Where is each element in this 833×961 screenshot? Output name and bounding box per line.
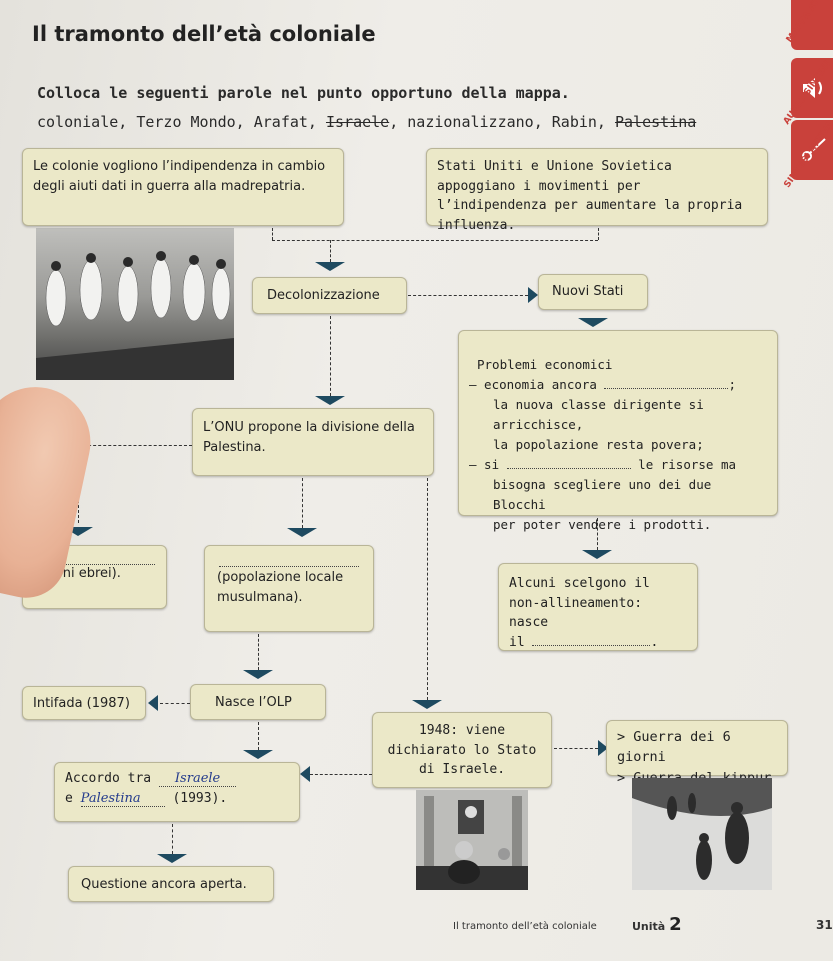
arrow-down: [243, 750, 273, 759]
blank-field[interactable]: [532, 633, 651, 646]
accordo-line: e Palestina (1993).: [65, 789, 289, 809]
problemi-line: la nuova classe dirigente si arricchisce…: [493, 397, 704, 432]
connector: [330, 240, 331, 262]
connector: [272, 240, 598, 241]
box-nuovi-stati: Nuovi Stati: [538, 274, 648, 310]
connector: [302, 478, 303, 528]
connector: [160, 703, 190, 704]
word-list-part: coloniale, Terzo Mondo, Arafat,: [37, 113, 326, 131]
problemi-line: per poter vendere i prodotti.: [493, 517, 712, 532]
arrow-down: [315, 262, 345, 271]
arrow-down: [63, 527, 93, 536]
box-decolonizzazione: Decolonizzazione: [252, 277, 407, 314]
problemi-text: – economia ancora: [469, 377, 597, 392]
box-problemi: Problemi economici – economia ancora ; l…: [458, 330, 778, 532]
problemi-text: le risorse ma: [638, 457, 737, 472]
arrow-down: [287, 528, 317, 537]
page-title: Il tramonto dell’età coloniale: [32, 22, 376, 46]
handwritten-answer[interactable]: Palestina: [80, 790, 165, 807]
box-intifada: Intifada (1987): [22, 686, 146, 720]
box-colonie: Le colonie vogliono l’indipendenza in ca…: [22, 148, 344, 226]
tab-mappa[interactable]: [791, 0, 833, 50]
accordo-text: Accordo tra: [65, 771, 152, 786]
handwritten-answer[interactable]: Israele: [158, 771, 237, 787]
arrow-down: [412, 700, 442, 709]
connector: [310, 774, 372, 775]
accordo-line: Accordo tra Israele: [65, 769, 289, 789]
box-accordo: Accordo tra Israele e Palestina (1993).: [54, 762, 300, 822]
arrow-down: [578, 318, 608, 327]
box-questione: Questione ancora aperta.: [68, 866, 274, 902]
scissors-icon: [802, 138, 826, 161]
connector: [427, 478, 428, 700]
accordo-text: (1993).: [172, 790, 228, 806]
word-palestina-crossed: Palestina: [614, 113, 697, 131]
stato-line: dichiarato lo Stato: [387, 742, 537, 758]
connector: [554, 748, 598, 749]
alcuni-text: il: [509, 634, 525, 650]
arrow-right: [598, 740, 608, 756]
box-guerre: > Guerra dei 6 giorni > Guerra del kippu…: [606, 720, 788, 786]
connector: [597, 518, 598, 550]
arrow-left: [148, 695, 158, 711]
tab-audio-sintesi[interactable]: [791, 58, 833, 118]
blank-field[interactable]: [604, 376, 729, 389]
connector: [408, 295, 528, 296]
blank-field[interactable]: [506, 456, 631, 469]
blank-field[interactable]: [35, 552, 155, 565]
connector: [258, 634, 259, 670]
footer-title: Il tramonto dell’età coloniale: [453, 921, 597, 932]
problemi-text: ;: [728, 377, 736, 392]
alcuni-line: Alcuni scelgono il: [509, 576, 650, 591]
alcuni-line: non-allineamento: nasce: [509, 595, 643, 631]
blank-field[interactable]: [219, 554, 359, 567]
speaker-icon: [803, 78, 822, 98]
problemi-title: Problemi economici: [477, 357, 613, 372]
accordo-text: e: [65, 790, 73, 806]
connector: [172, 824, 173, 854]
instruction: Colloca le seguenti parole nel punto opp…: [37, 84, 570, 102]
problemi-text: – si: [469, 457, 500, 472]
box-alcuni: Alcuni scelgono il non-allineamento: nas…: [498, 563, 698, 651]
arrow-down: [243, 670, 273, 679]
arrow-down: [315, 396, 345, 405]
tab-sintesi-attiva[interactable]: [791, 120, 833, 180]
connector: [330, 316, 331, 396]
arrow-down: [582, 550, 612, 559]
word-israele-crossed: Israele: [325, 113, 390, 131]
connector: [258, 722, 259, 750]
box-onu: L’ONU propone la divisione della Palesti…: [192, 408, 434, 476]
alcuni-text: .: [650, 634, 659, 650]
popolazione-text: (popolazione locale musulmana).: [217, 570, 344, 605]
word-list: coloniale, Terzo Mondo, Arafat, Israele,…: [37, 113, 696, 131]
box-usa-urss: Stati Uniti e Unione Sovietica appoggian…: [426, 148, 768, 233]
war-photo: [632, 778, 772, 890]
stato-line: 1948: viene: [418, 723, 506, 738]
problemi-line: – si le risorse ma: [469, 455, 767, 475]
problemi-line: la popolazione resta povera;: [493, 437, 704, 452]
connector: [272, 228, 273, 240]
page-number: 31: [816, 918, 833, 932]
problemi-line: – economia ancora ;: [469, 375, 767, 395]
stato-line: di Israele.: [418, 762, 506, 777]
arrow-down: [157, 854, 187, 863]
salt-march-photo: [36, 228, 234, 380]
ben-gurion-photo: [416, 790, 528, 890]
word-list-part: , nazionalizzano, Rabin,: [389, 113, 615, 131]
footer-unit: Unità 2: [632, 914, 682, 935]
alcuni-line: il .: [509, 633, 687, 653]
arrow-right: [528, 287, 538, 303]
arrow-left: [300, 766, 310, 782]
unit-label: Unità: [632, 920, 666, 933]
box-popolazione: (popolazione locale musulmana).: [204, 545, 374, 632]
box-olp: Nasce l’OLP: [190, 684, 326, 720]
connector: [78, 445, 192, 446]
box-stato-israele: 1948: viene dichiarato lo Stato di Israe…: [372, 712, 552, 788]
guerra-item: > Guerra dei 6 giorni: [617, 729, 731, 766]
unit-number: 2: [669, 914, 682, 935]
problemi-line: bisogna scegliere uno dei due Blocchi: [493, 477, 712, 512]
connector: [598, 228, 599, 240]
